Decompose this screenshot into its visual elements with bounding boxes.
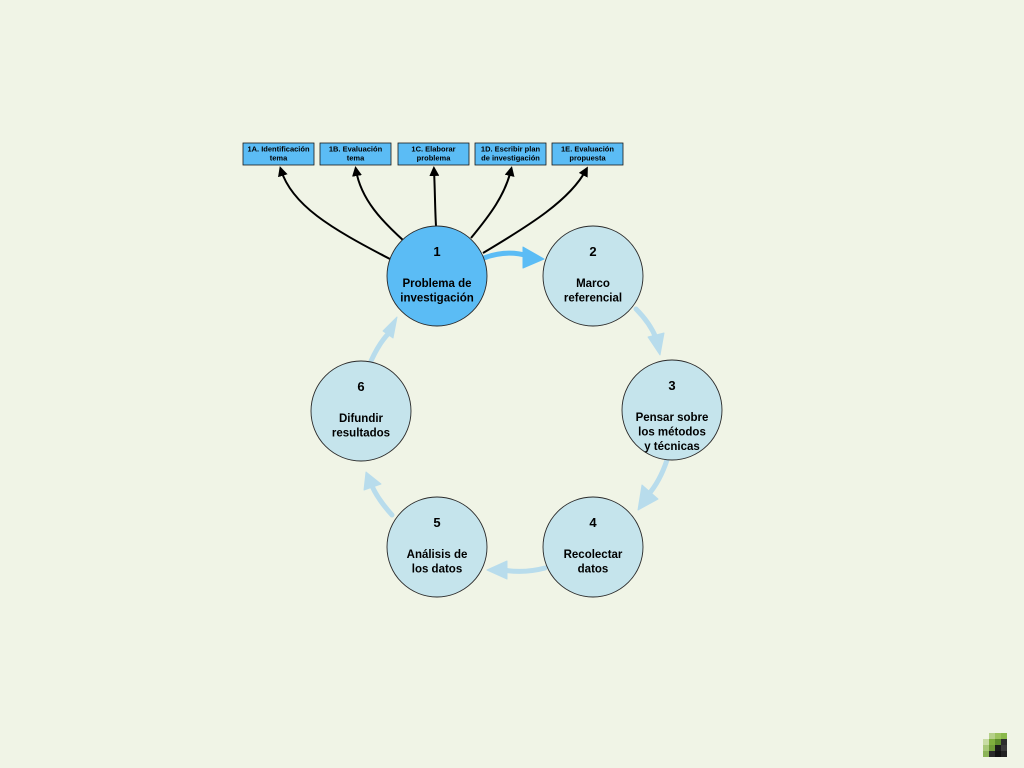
stage-label-line: Problema de: [402, 278, 471, 290]
logo-pixel: [995, 739, 1001, 745]
logo-pixel: [995, 745, 1001, 751]
stage-label-line: referencial: [564, 293, 622, 305]
cycle-arrow-3-4: [637, 457, 670, 511]
logo-pixel: [983, 739, 989, 745]
stage-label-line: y técnicas: [644, 441, 700, 453]
branch-arrow-1e: [482, 166, 588, 254]
logo-pixel: [1001, 733, 1007, 739]
stage-label-line: Recolectar: [564, 549, 623, 561]
logo-pixel: [995, 751, 1001, 757]
branch-arrow-1a: [278, 166, 391, 260]
subtask-label-line: 1D. Escribir plan: [481, 145, 541, 154]
subtask-label-line: de investigación: [481, 154, 540, 163]
stage-label-line: investigación: [400, 293, 474, 305]
stage-label-line: Marco: [576, 278, 610, 290]
stage-label-line: Difundir: [339, 413, 384, 425]
stage-number: 4: [589, 515, 597, 530]
subtask-label-line: tema: [270, 154, 288, 163]
stage-number: 2: [589, 244, 596, 259]
subtask-label-line: 1A. Identificación: [247, 145, 310, 154]
stage-label-line: resultados: [332, 428, 390, 440]
subtask-label-line: 1E. Evaluación: [561, 145, 614, 154]
subtask-label-line: propuesta: [569, 154, 606, 163]
branch-arrow-1c: [429, 166, 440, 227]
stage-number: 5: [433, 515, 440, 530]
stage-number: 6: [357, 379, 364, 394]
cycle-arrow-4-5: [486, 560, 548, 580]
stage-label-line: los métodos: [638, 427, 706, 439]
logo-pixel: [1001, 751, 1007, 757]
logo-pixel: [1001, 745, 1007, 751]
stage-label-line: datos: [578, 564, 609, 576]
stage-number: 1: [433, 244, 440, 259]
subtask-label-line: problema: [417, 154, 452, 163]
stage-label-line: Análisis de: [407, 549, 468, 561]
branch-arrow-1b: [352, 166, 405, 242]
cycle-arrow-5-6: [363, 471, 395, 518]
cycle-arrow-2-3: [633, 306, 665, 356]
subtask-label-line: 1B. Evaluación: [329, 145, 383, 154]
stage-label-line: los datos: [412, 564, 462, 576]
logo-pixel: [989, 733, 995, 739]
cycle-arrow-6-1: [368, 316, 398, 364]
stage-number: 3: [668, 378, 675, 393]
logo-pixel: [989, 751, 995, 757]
cycle-arrow-1-2: [481, 246, 545, 269]
subtask-label-line: 1C. Elaborar: [411, 145, 455, 154]
corner-logo: [983, 733, 1007, 757]
stage-label-line: Pensar sobre: [636, 412, 709, 424]
logo-pixel: [1001, 739, 1007, 745]
logo-pixel: [989, 745, 995, 751]
subtask-label-line: tema: [347, 154, 365, 163]
logo-pixel: [983, 745, 989, 751]
branch-arrow-1d: [470, 166, 515, 239]
logo-pixel: [995, 733, 1001, 739]
logo-pixel: [983, 751, 989, 757]
logo-pixel: [989, 739, 995, 745]
